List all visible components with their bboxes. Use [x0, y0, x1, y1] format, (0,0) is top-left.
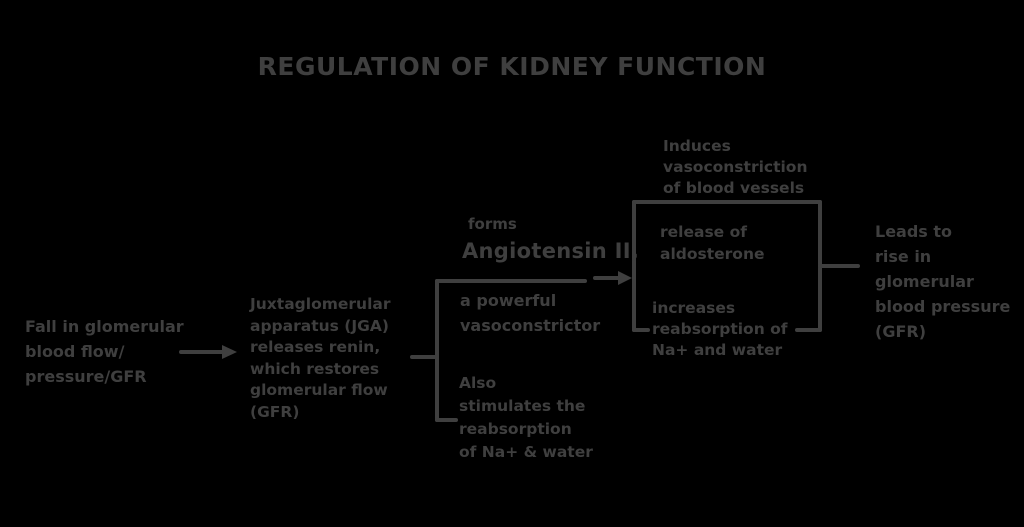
- node-text-line: vasoconstriction: [663, 158, 808, 176]
- node-text-line: apparatus (JGA): [250, 316, 389, 335]
- node-outcome-rise-in-gfr: Leads to rise in glomerular blood pressu…: [875, 219, 1010, 344]
- node-text-line: forms: [468, 215, 517, 233]
- arrowhead-angiotensin-to-effects: [618, 271, 632, 285]
- node-text-line: aldosterone: [660, 245, 765, 263]
- node-text-line: of Na+ & water: [459, 443, 593, 461]
- node-jga-renin: Juxtaglomerular apparatus (JGA) releases…: [250, 294, 390, 423]
- node-text-line: of blood vessels: [663, 179, 805, 197]
- node-reabsorption-branch: Also stimulates the reabsorption of Na+ …: [459, 372, 593, 464]
- node-text-line: Juxtaglomerular: [250, 295, 391, 313]
- node-text-line: reabsorption of: [652, 320, 788, 338]
- node-effect-aldosterone: release of aldosterone: [660, 221, 765, 265]
- node-text-line: Also: [459, 374, 497, 392]
- node-text-line: Fall in glomerular: [25, 317, 184, 336]
- node-text-line: reabsorption: [459, 420, 572, 438]
- node-angiotensin-emphasis: Angiotensin II,: [462, 238, 639, 264]
- node-text-line: rise in: [875, 247, 932, 266]
- node-text-line: which restores: [250, 359, 380, 378]
- node-angiotensin-description: a powerful vasoconstrictor: [460, 288, 600, 338]
- node-text-line: increases: [652, 299, 736, 317]
- node-text-line: a powerful: [460, 291, 557, 310]
- node-text-line: Induces: [663, 137, 731, 155]
- node-text-line: Leads to: [875, 222, 953, 241]
- node-text-line: blood flow/: [25, 342, 125, 361]
- node-effect-reabsorption: increases reabsorption of Na+ and water: [652, 298, 788, 361]
- node-angiotensin-intro: forms: [468, 214, 517, 234]
- node-text-line: (GFR): [875, 322, 927, 341]
- node-text-line: (GFR): [250, 402, 300, 421]
- diagram-title: REGULATION OF KIDNEY FUNCTION: [257, 52, 767, 81]
- node-text-line: Na+ and water: [652, 341, 783, 359]
- node-text-line: glomerular flow: [250, 381, 388, 399]
- node-text-line: stimulates the: [459, 397, 586, 415]
- node-text-line: releases renin,: [250, 338, 381, 356]
- node-start-fall-in-gfr: Fall in glomerular blood flow/ pressure/…: [25, 314, 184, 389]
- node-text-line: pressure/GFR: [25, 367, 147, 386]
- node-text-line: glomerular: [875, 272, 974, 291]
- node-text-line: release of: [660, 223, 747, 241]
- arrowhead-start-to-jga: [222, 345, 237, 359]
- node-text-line: Angiotensin II,: [462, 239, 640, 263]
- node-text-line: blood pressure: [875, 297, 1011, 316]
- node-text-line: vasoconstrictor: [460, 316, 601, 335]
- node-effect-vasoconstriction: Induces vasoconstriction of blood vessel…: [663, 136, 808, 199]
